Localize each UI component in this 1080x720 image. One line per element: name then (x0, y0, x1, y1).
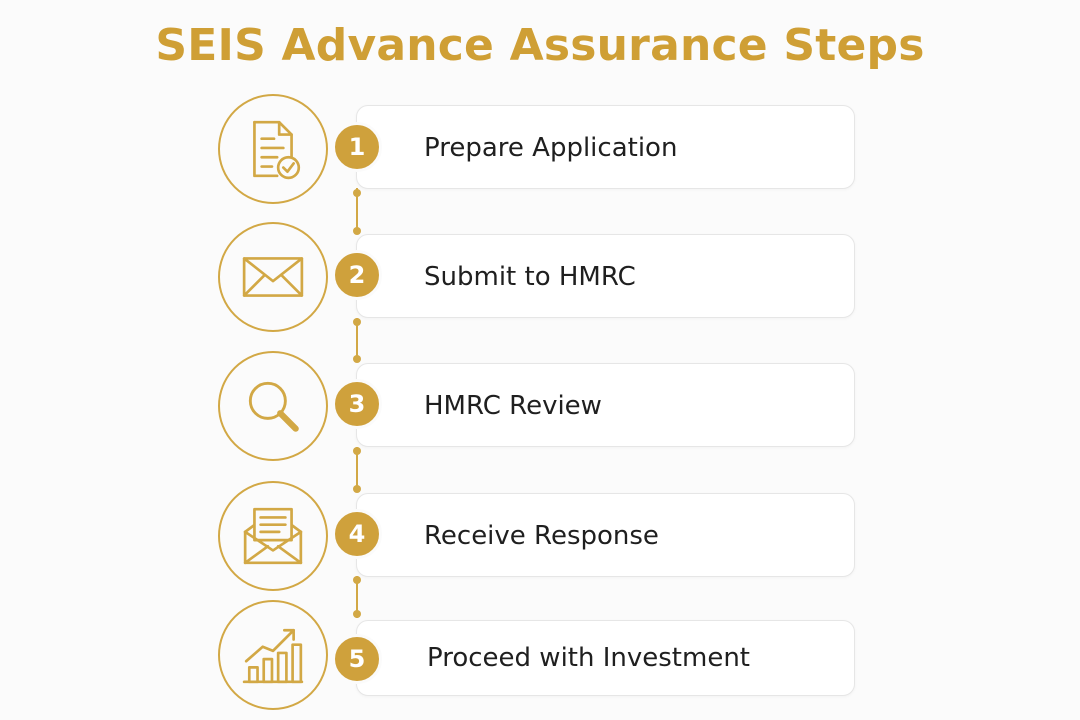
growth-chart-icon (242, 628, 304, 684)
connector-dot (353, 485, 361, 493)
connector-line (356, 576, 358, 618)
step-4: 4 Receive Response (0, 481, 1080, 601)
connector-dot (353, 610, 361, 618)
step-label: HMRC Review (424, 391, 602, 421)
connector-line (356, 188, 358, 234)
step-card (356, 493, 855, 577)
magnifier-icon (248, 381, 299, 432)
step-number-badge: 4 (332, 509, 382, 559)
step-number-badge: 2 (332, 250, 382, 300)
step-label: Prepare Application (424, 133, 678, 163)
connector-dot (353, 227, 361, 235)
document-check-icon (253, 120, 301, 180)
step-2: 2 Submit to HMRC (0, 222, 1080, 342)
step-icon-circle (218, 600, 328, 710)
connector-line (356, 318, 358, 362)
connector-dot (353, 318, 361, 326)
step-card (356, 620, 855, 696)
step-icon-circle (218, 222, 328, 332)
step-label: Submit to HMRC (424, 262, 636, 292)
envelope-icon (242, 257, 304, 297)
connector-dot (353, 355, 361, 363)
step-5: 5 Proceed with Investment (0, 600, 1080, 720)
step-3: 3 HMRC Review (0, 351, 1080, 471)
step-label: Receive Response (424, 521, 659, 551)
open-envelope-letter-icon (243, 507, 303, 565)
step-label: Proceed with Investment (427, 643, 750, 673)
step-1: 1 Prepare Application (0, 94, 1080, 214)
step-number-badge: 1 (332, 122, 382, 172)
step-card (356, 234, 855, 318)
connector-line (356, 447, 358, 491)
step-card (356, 363, 855, 447)
step-card (356, 105, 855, 189)
step-icon-circle (218, 94, 328, 204)
step-icon-circle (218, 351, 328, 461)
step-icon-circle (218, 481, 328, 591)
step-number-badge: 3 (332, 379, 382, 429)
connector-dot (353, 576, 361, 584)
connector-dot (353, 447, 361, 455)
step-number-badge: 5 (332, 634, 382, 684)
connector-dot (353, 189, 361, 197)
page-title: SEIS Advance Assurance Steps (155, 20, 925, 71)
